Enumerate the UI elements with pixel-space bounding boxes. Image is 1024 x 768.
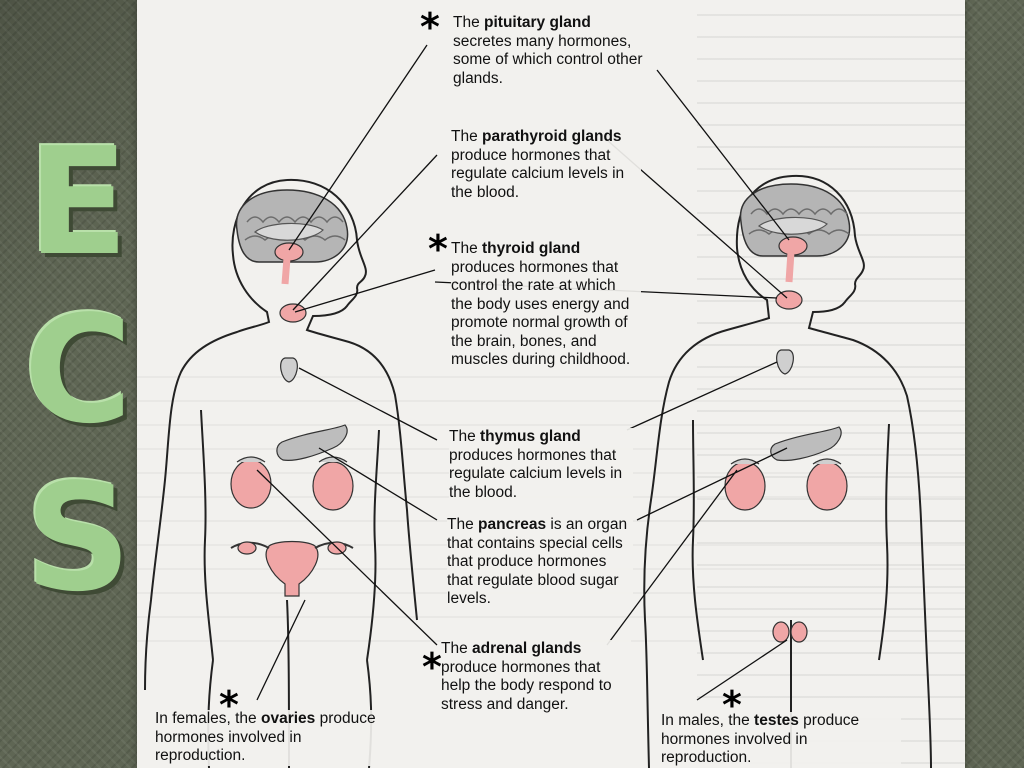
female-figure (144, 178, 418, 768)
key-marker-pituitary: * (420, 5, 440, 49)
caption-pancreas: The pancreas is an organ that contains s… (447, 516, 633, 609)
caption-pituitary-bold: pituitary gland (484, 14, 591, 31)
female-reproductive (230, 540, 354, 597)
male-thymus (776, 349, 794, 375)
background-shade (0, 0, 140, 768)
key-marker-thyroid: * (428, 227, 448, 271)
caption-thymus-post: produces hormones that regulate calcium … (449, 446, 623, 501)
male-thyroid (775, 290, 803, 310)
caption-parathyroid: The parathyroid glands produce hormones … (451, 128, 641, 202)
caption-adrenal-pre: The (441, 640, 473, 657)
caption-thyroid-pre: The (451, 240, 483, 257)
caption-pancreas-bold: pancreas (478, 516, 547, 533)
caption-parathyroid-post: produce hormones that regulate calcium l… (451, 146, 625, 201)
caption-pituitary-pre: The (453, 14, 485, 31)
caption-adrenal: The adrenal glands produce hormones that… (441, 640, 631, 714)
side-letter-c: C (23, 284, 133, 456)
male-testes (772, 621, 808, 643)
caption-adrenal-bold: adrenal glands (472, 640, 582, 657)
key-marker-adrenal: * (422, 645, 442, 689)
caption-ovaries-post: produce hormones involved in reproductio… (155, 710, 376, 764)
side-letters: E C S (24, 116, 133, 622)
caption-thyroid: The thyroid gland produces hormones that… (451, 240, 641, 370)
caption-pancreas-post: is an organ that contains special cells … (447, 516, 628, 607)
female-kidneys (230, 456, 354, 511)
caption-parathyroid-bold: parathyroid glands (482, 128, 622, 145)
female-thyroid (279, 303, 307, 323)
caption-pancreas-pre: The (447, 516, 479, 533)
caption-testes-post: produce hormones involved in reproductio… (661, 712, 860, 766)
diagram-slide: * The pituitary gland secretes many horm… (137, 0, 965, 768)
female-brain (235, 189, 349, 285)
caption-parathyroid-pre: The (451, 128, 483, 145)
caption-thyroid-post: produces hormones that control the rate … (451, 258, 631, 369)
caption-thyroid-bold: thyroid gland (482, 240, 581, 257)
caption-thymus-pre: The (449, 428, 481, 445)
caption-pituitary-post: secretes many hormones, some of which co… (453, 32, 643, 87)
male-pancreas (770, 426, 842, 462)
caption-ovaries-bold: ovaries (260, 710, 316, 727)
background-textbook-text (697, 0, 965, 768)
caption-thymus-bold: thymus gland (480, 428, 581, 445)
female-pancreas (276, 424, 348, 461)
caption-thymus: The thymus gland produces hormones that … (449, 428, 633, 502)
caption-ovaries-pre: In females, the (155, 710, 261, 727)
male-kidneys (724, 458, 848, 511)
caption-testes: In males, the testes produce hormones in… (661, 712, 901, 768)
caption-adrenal-post: produce hormones that help the body resp… (441, 658, 612, 713)
side-letter-e: E (27, 116, 129, 288)
caption-testes-pre: In males, the (661, 712, 755, 729)
caption-ovaries: In females, the ovaries produce hormones… (155, 710, 395, 766)
side-letter-s: S (24, 452, 132, 624)
male-brain (739, 183, 851, 283)
female-thymus (280, 357, 298, 383)
caption-pituitary: The pituitary gland secretes many hormon… (453, 14, 653, 88)
caption-testes-bold: testes (754, 712, 799, 729)
